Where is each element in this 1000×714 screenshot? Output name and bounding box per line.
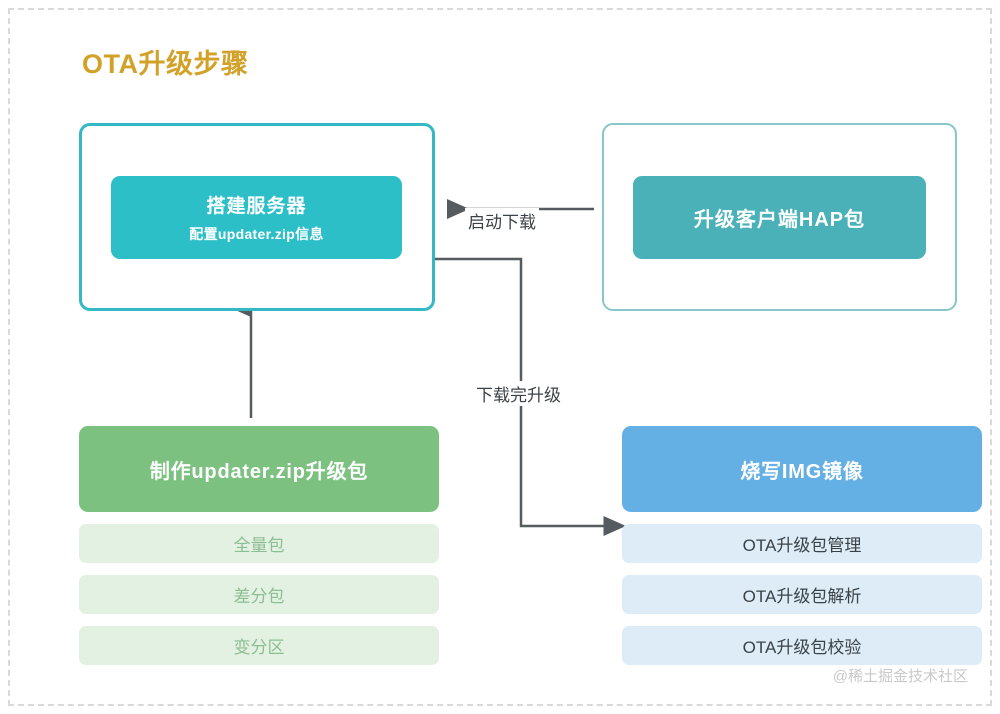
node-server-title: 搭建服务器: [206, 196, 307, 217]
package-stack: 制作updater.zip升级包 全量包 差分包 变分区: [79, 426, 439, 665]
package-item-diff[interactable]: 差分包: [79, 575, 439, 614]
node-client[interactable]: 升级客户端HAP包: [633, 176, 926, 259]
node-server[interactable]: 搭建服务器 配置updater.zip信息: [111, 176, 402, 259]
image-item-parse[interactable]: OTA升级包解析: [622, 575, 982, 614]
node-image-title[interactable]: 烧写IMG镜像: [622, 426, 982, 512]
edge-label-after-download: 下载完升级: [473, 381, 564, 406]
watermark: @稀土掘金技术社区: [832, 668, 968, 685]
image-item-manage[interactable]: OTA升级包管理: [622, 524, 982, 563]
image-stack: 烧写IMG镜像 OTA升级包管理 OTA升级包解析 OTA升级包校验: [622, 426, 982, 665]
image-item-verify[interactable]: OTA升级包校验: [622, 626, 982, 665]
page-title: OTA升级步骤: [82, 49, 249, 79]
edge-label-start-download: 启动下载: [465, 208, 539, 233]
diagram-canvas: OTA升级步骤 搭建服务器 配置updater: [8, 8, 992, 706]
node-client-title: 升级客户端HAP包: [693, 209, 866, 231]
package-item-full[interactable]: 全量包: [79, 524, 439, 563]
package-item-partition[interactable]: 变分区: [79, 626, 439, 665]
node-server-subtitle: 配置updater.zip信息: [189, 226, 324, 242]
node-package-title[interactable]: 制作updater.zip升级包: [79, 426, 439, 512]
